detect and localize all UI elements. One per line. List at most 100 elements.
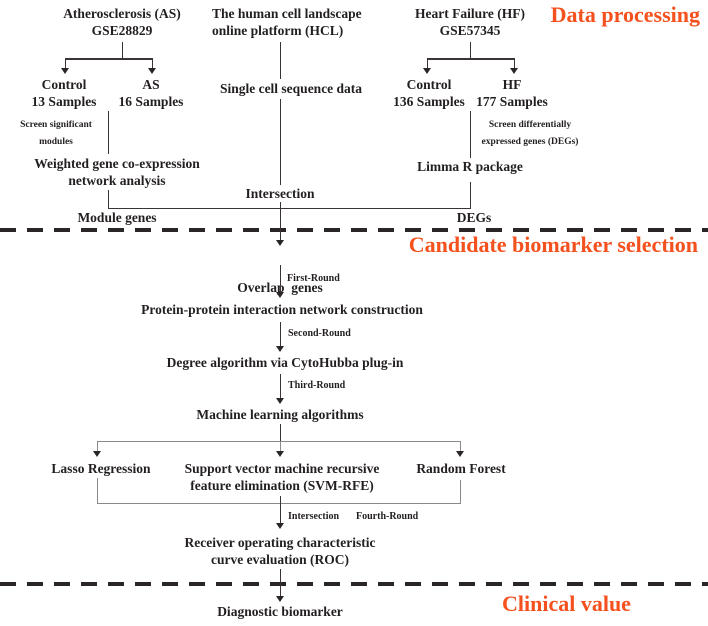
lasso-node: Lasso Regression bbox=[51, 460, 150, 477]
ppi-node: Protein-protein interaction network cons… bbox=[141, 301, 423, 318]
module-genes-label: Module genes bbox=[77, 209, 156, 226]
as-control-arrow-line bbox=[64, 58, 66, 69]
cytohubba-node: Degree algorithm via CytoHubba plug-in bbox=[167, 354, 404, 371]
round3-arrow-line bbox=[279, 374, 281, 399]
round4-arrowhead-icon bbox=[276, 523, 284, 529]
machine-learning-node: Machine learning algorithms bbox=[196, 406, 363, 423]
hf-case-label: HF bbox=[502, 77, 522, 92]
degs-label: DEGs bbox=[457, 209, 492, 226]
round3-label: Third-Round bbox=[288, 380, 346, 391]
hf-case-arrowhead-icon bbox=[510, 68, 518, 74]
screen-modules-note: Screen significant modules bbox=[20, 117, 92, 151]
hf-case-samples: 177 Samples bbox=[476, 94, 548, 109]
as-header-line2: GSE28829 bbox=[91, 23, 153, 38]
as-control-label: Control bbox=[41, 77, 87, 92]
as-case-label: AS bbox=[142, 77, 160, 92]
screen-modules-note-line1: Screen significant bbox=[20, 120, 92, 130]
screen-degs-note: Screen differentially expressed genes (D… bbox=[482, 117, 579, 151]
roc-node: Receiver operating characteristic curve … bbox=[185, 534, 376, 568]
round2-label: Second-Round bbox=[288, 328, 351, 339]
random-forest-text: Random Forest bbox=[416, 461, 506, 476]
screen-degs-note-line2: expressed genes (DEGs) bbox=[481, 137, 579, 147]
center-spine-line bbox=[279, 99, 281, 241]
center-arrowhead-icon bbox=[276, 240, 284, 246]
hf-case-arrow-line bbox=[513, 58, 515, 69]
as-control-arrowhead-icon bbox=[61, 68, 69, 74]
ppi-text: Protein-protein interaction network cons… bbox=[141, 302, 423, 317]
merge-connector-line bbox=[107, 207, 471, 209]
round2-arrow-line bbox=[279, 322, 281, 347]
overlap-genes-text: Overlap genes bbox=[237, 280, 323, 295]
hf-spine-line-upper bbox=[469, 111, 471, 158]
intersection-round-label: Intersection bbox=[288, 511, 340, 522]
hf-case-group: HF 177 Samples bbox=[476, 76, 548, 110]
svm-arrowhead-icon bbox=[276, 451, 284, 457]
lasso-arrow-line bbox=[96, 441, 98, 452]
overlap-genes-node: Overlap genes bbox=[237, 245, 323, 330]
single-cell-data-text: Single cell sequence data bbox=[219, 81, 363, 96]
round1-arrowhead-icon bbox=[276, 292, 284, 298]
diagnostic-biomarker-node: Diagnostic biomarker bbox=[217, 603, 343, 620]
roc-line2: curve evaluation (ROC) bbox=[211, 552, 349, 567]
svm-rfe-line1: Support vector machine recursive bbox=[184, 461, 380, 476]
section-label-clinical-value: Clinical value bbox=[502, 591, 631, 616]
hcl-header-line2: online platform (HCL) bbox=[212, 23, 344, 38]
section-divider-line-2 bbox=[0, 582, 708, 586]
random-forest-node: Random Forest bbox=[416, 460, 505, 477]
final-arrowhead-icon bbox=[276, 596, 284, 602]
as-case-arrow-line bbox=[151, 58, 153, 69]
hf-dataset-header: Heart Failure (HF) GSE57345 bbox=[415, 5, 525, 39]
hf-spine-line-lower bbox=[469, 182, 471, 208]
as-dataset-header: Atherosclerosis (AS) GSE28829 bbox=[63, 5, 181, 39]
as-header-line1: Atherosclerosis (AS) bbox=[63, 6, 181, 21]
final-arrow-line bbox=[279, 569, 281, 597]
as-case-samples: 16 Samples bbox=[118, 94, 184, 109]
split-bracket-top-line bbox=[96, 440, 461, 442]
screen-degs-note-line1: Screen differentially bbox=[488, 120, 572, 130]
wgcna-node: Weighted gene co-expression network anal… bbox=[34, 155, 200, 189]
hcl-header-line1: The human cell landscape bbox=[212, 6, 362, 21]
lasso-text: Lasso Regression bbox=[51, 461, 151, 476]
round1-label: First-Round bbox=[287, 273, 340, 284]
as-control-group: Control 13 Samples bbox=[32, 76, 97, 110]
as-case-group: AS 16 Samples bbox=[119, 76, 184, 110]
cytohubba-text: Degree algorithm via CytoHubba plug-in bbox=[166, 355, 404, 370]
hf-control-samples: 136 Samples bbox=[393, 94, 465, 109]
as-branch-line bbox=[64, 58, 153, 60]
hf-branch-line bbox=[426, 58, 515, 60]
module-genes-text: Module genes bbox=[77, 210, 157, 225]
ml-stub-line bbox=[279, 424, 281, 441]
wgcna-line2: network analysis bbox=[68, 173, 166, 188]
lasso-arrowhead-icon bbox=[93, 451, 101, 457]
round1-arrow-line bbox=[279, 265, 281, 293]
intersection-text: Intersection bbox=[245, 186, 315, 201]
as-spine-line-lower bbox=[107, 190, 109, 209]
hcl-stub-line bbox=[279, 42, 281, 79]
section-label-candidate-biomarker-selection: Candidate biomarker selection bbox=[408, 232, 698, 257]
svm-arrow-line bbox=[279, 441, 281, 452]
as-stub-line bbox=[121, 42, 123, 58]
diagnostic-biomarker-text: Diagnostic biomarker bbox=[217, 604, 343, 619]
roc-line1: Receiver operating characteristic bbox=[184, 535, 376, 550]
hf-header-line1: Heart Failure (HF) bbox=[415, 6, 525, 21]
limma-text: Limma R package bbox=[417, 159, 523, 174]
svm-rfe-node: Support vector machine recursive feature… bbox=[185, 460, 380, 494]
as-case-arrowhead-icon bbox=[148, 68, 156, 74]
rf-down-line bbox=[459, 480, 461, 504]
single-cell-data-node: Single cell sequence data bbox=[220, 80, 362, 97]
hf-stub-line bbox=[469, 42, 471, 58]
split-bracket-bottom-line bbox=[96, 502, 461, 504]
hf-control-group: Control 136 Samples bbox=[393, 76, 465, 110]
svm-rfe-line2: feature elimination (SVM-RFE) bbox=[190, 478, 374, 493]
round4-label: Fourth-Round bbox=[356, 511, 419, 522]
rf-arrowhead-icon bbox=[456, 451, 464, 457]
wgcna-line1: Weighted gene co-expression bbox=[34, 156, 200, 171]
screen-modules-note-line2: modules bbox=[39, 137, 73, 147]
degs-text: DEGs bbox=[456, 210, 492, 225]
hcl-header: The human cell landscape online platform… bbox=[212, 5, 362, 39]
as-control-samples: 13 Samples bbox=[31, 94, 97, 109]
rf-arrow-line bbox=[459, 441, 461, 452]
hf-control-arrowhead-icon bbox=[423, 68, 431, 74]
round4-arrow-line bbox=[279, 496, 281, 524]
